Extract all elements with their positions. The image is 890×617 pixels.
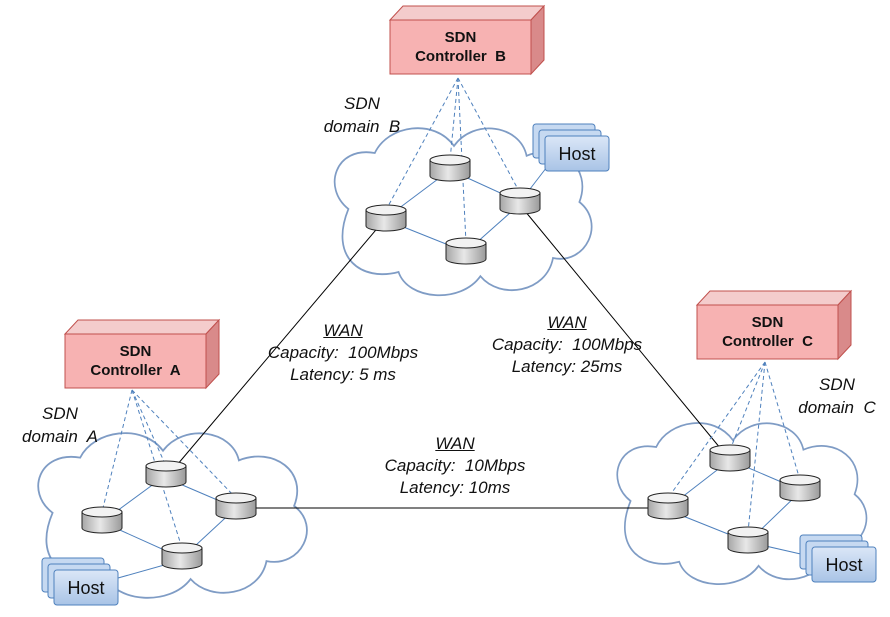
wan-ac-label: WAN Capacity: 10Mbps Latency: 10ms <box>360 433 550 499</box>
switch-b-3-icon <box>499 187 541 215</box>
domain-c-line2: domain C <box>798 398 876 417</box>
switch-c-4-icon <box>727 526 769 554</box>
controller-b <box>388 4 546 76</box>
wan-links <box>165 204 731 509</box>
controller-b-line1: SDN <box>444 29 477 46</box>
switch-a-1-icon <box>81 506 123 534</box>
domain-a-line1: SDN <box>42 404 78 423</box>
wan-bc-title: WAN <box>547 313 587 332</box>
switch-c-3-icon <box>779 474 821 502</box>
domain-a-line2: domain A <box>22 427 98 446</box>
controller-a-line1: SDN <box>119 343 152 360</box>
switch-b-2-icon <box>429 154 471 182</box>
controller-b-line2: Controller B <box>415 48 506 65</box>
switch-a-4-icon <box>161 542 203 570</box>
control-links <box>101 77 801 549</box>
domain-c-line1: SDN <box>819 375 855 394</box>
host-a-stack <box>41 557 119 606</box>
switch-a-2-icon <box>145 460 187 488</box>
wan-link-bc <box>519 204 731 461</box>
switch-a-3-icon <box>215 492 257 520</box>
domain-a-label: SDN domain A <box>10 402 110 448</box>
wan-bc-label: WAN Capacity: 100Mbps Latency: 25ms <box>472 312 662 378</box>
controller-c-label: SDN Controller C <box>697 313 838 351</box>
domain-c-label: SDN domain C <box>787 373 887 419</box>
host-b-label: Host <box>558 144 596 164</box>
controller-a <box>63 318 221 390</box>
host-b-stack <box>532 123 610 172</box>
wan-ab-label: WAN Capacity: 100Mbps Latency: 5 ms <box>248 320 438 386</box>
wan-ac-capacity: Capacity: 10Mbps <box>384 456 526 475</box>
controller-a-line2: Controller A <box>90 362 181 379</box>
switch-c-1-icon <box>647 492 689 520</box>
controller-c-line1: SDN <box>751 314 784 331</box>
controller-c-line2: Controller C <box>722 333 813 350</box>
wan-bc-capacity: Capacity: 100Mbps <box>491 335 643 354</box>
wan-ab-latency: Latency: 5 ms <box>290 365 396 384</box>
cloud-domain-b <box>333 127 593 297</box>
domain-b-label: SDN domain B <box>312 92 412 138</box>
domain-b-line1: SDN <box>344 94 380 113</box>
domain-b-line2: domain B <box>323 117 401 136</box>
wan-link-ab <box>165 217 387 479</box>
host-c-stack <box>799 534 877 583</box>
wan-ab-title: WAN <box>323 321 363 340</box>
wan-ac-latency: Latency: 10ms <box>399 478 511 497</box>
controller-a-label: SDN Controller A <box>65 342 206 380</box>
wan-ac-title: WAN <box>435 434 475 453</box>
switches <box>81 154 821 570</box>
switch-b-1-icon <box>365 204 407 232</box>
controller-c <box>695 289 853 361</box>
wan-ab-capacity: Capacity: 100Mbps <box>267 343 419 362</box>
host-c-label: Host <box>825 555 863 575</box>
host-a-label: Host <box>67 578 105 598</box>
switch-b-4-icon <box>445 237 487 265</box>
controller-b-label: SDN Controller B <box>390 28 531 66</box>
wan-bc-latency: Latency: 25ms <box>511 357 623 376</box>
switch-c-2-icon <box>709 444 751 472</box>
